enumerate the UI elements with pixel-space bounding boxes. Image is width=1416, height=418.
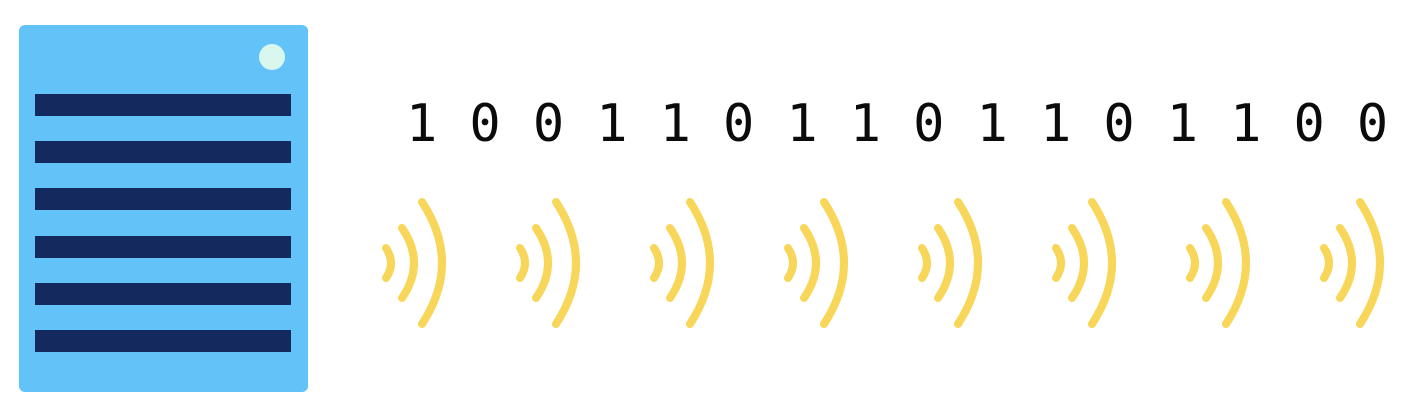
server-bar bbox=[35, 330, 291, 352]
signal-arc bbox=[666, 224, 686, 302]
bit-digit: 1 bbox=[1230, 94, 1262, 154]
signal-arc bbox=[1320, 244, 1333, 282]
wireless-signal-icon bbox=[1320, 198, 1384, 328]
server-bar bbox=[35, 94, 291, 116]
bit-digit: 0 bbox=[913, 94, 945, 154]
wireless-signal-icon bbox=[1186, 198, 1250, 328]
server-bar bbox=[35, 141, 291, 163]
signal-arc bbox=[398, 224, 418, 302]
bit-digit: 0 bbox=[1356, 94, 1389, 154]
bit-digit: 0 bbox=[722, 94, 755, 154]
bit-digit: 0 bbox=[1293, 94, 1325, 154]
signal-arc bbox=[1088, 198, 1116, 328]
signal-arc bbox=[934, 224, 954, 302]
signal-arc bbox=[918, 244, 931, 282]
bit-digit: 1 bbox=[849, 94, 882, 154]
signal-arc bbox=[1202, 224, 1222, 302]
signal-arc bbox=[532, 224, 552, 302]
signal-arc bbox=[1336, 224, 1356, 302]
bit-digit: 1 bbox=[406, 94, 438, 154]
bit-digit: 1 bbox=[596, 94, 628, 154]
bit-digit: 1 bbox=[786, 94, 818, 154]
bit-digit: 1 bbox=[976, 94, 1008, 154]
signal-arc bbox=[1222, 198, 1250, 328]
signal-arc bbox=[1186, 244, 1199, 282]
signal-arc bbox=[1068, 224, 1088, 302]
signal-arc bbox=[650, 244, 663, 282]
signal-arc bbox=[552, 198, 580, 328]
wireless-signal-icon bbox=[516, 198, 580, 328]
bit-digit: 0 bbox=[469, 94, 501, 154]
signal-arc bbox=[820, 198, 848, 328]
signal-arc bbox=[1052, 244, 1065, 282]
bit-digit: 0 bbox=[532, 94, 565, 154]
server-bar bbox=[35, 236, 291, 258]
bit-digit: 1 bbox=[1039, 94, 1072, 154]
bit-digit: 1 bbox=[659, 94, 691, 154]
server-bar bbox=[35, 283, 291, 305]
server-icon bbox=[19, 25, 308, 392]
signal-arc bbox=[954, 198, 982, 328]
bit-digit: 0 bbox=[1103, 94, 1135, 154]
wireless-signal-icon bbox=[784, 198, 848, 328]
server-bar bbox=[35, 188, 291, 210]
wireless-signal-icon bbox=[918, 198, 982, 328]
bit-digit: 1 bbox=[1166, 94, 1199, 154]
server-status-light bbox=[259, 44, 285, 70]
signal-arc bbox=[418, 198, 446, 328]
signal-arc bbox=[686, 198, 714, 328]
wireless-signal-icon bbox=[1052, 198, 1116, 328]
wireless-signal-icon bbox=[382, 198, 446, 328]
signal-waves bbox=[382, 198, 1384, 328]
wireless-signal-icon bbox=[650, 198, 714, 328]
signal-arc bbox=[382, 244, 395, 282]
signal-arc bbox=[800, 224, 820, 302]
signal-arc bbox=[516, 244, 529, 282]
signal-arc bbox=[784, 244, 797, 282]
signal-arc bbox=[1356, 198, 1384, 328]
binary-sequence: 1 0 0 1 1 0 1 1 0 1 1 0 1 1 0 0 bbox=[390, 92, 1404, 156]
